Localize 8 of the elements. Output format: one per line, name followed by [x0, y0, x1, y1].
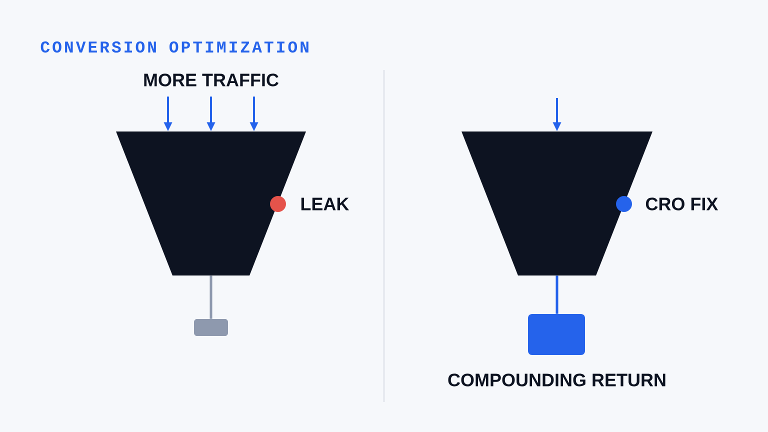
connector-line	[556, 276, 558, 314]
connector-line	[210, 276, 212, 319]
diagram-title: CONVERSION OPTIMIZATION	[40, 41, 308, 53]
output-box	[194, 319, 228, 336]
text-label: MORE TRAFFIC	[144, 74, 278, 86]
callout-label: CRO FIX	[646, 198, 718, 210]
callout-label: LEAK	[301, 198, 350, 210]
box-caption: COMPOUNDING RETURN	[448, 374, 666, 386]
